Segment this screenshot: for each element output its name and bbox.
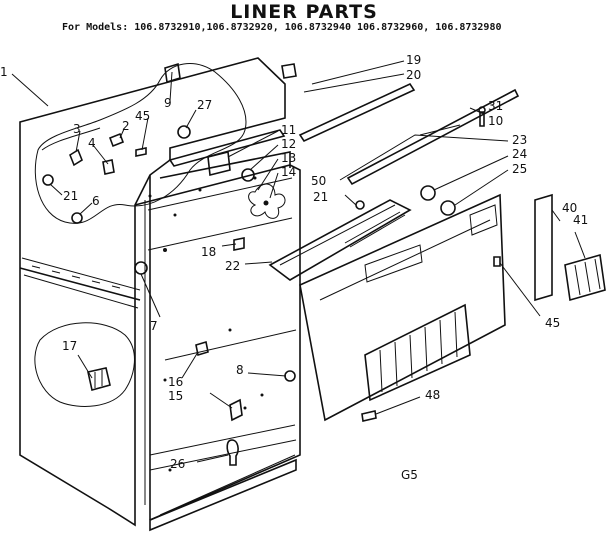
callout-45-top: 45 xyxy=(135,109,150,123)
part-21-clip-left xyxy=(42,174,54,186)
part-17-lamp-socket xyxy=(87,367,111,391)
callout-6: 6 xyxy=(92,194,100,208)
callout-26: 26 xyxy=(170,457,185,471)
callout-8: 8 xyxy=(236,363,244,377)
part-18-clip xyxy=(233,237,245,251)
callout-14: 14 xyxy=(281,165,296,179)
callout-40: 40 xyxy=(562,201,577,215)
part-41-vent-grille xyxy=(564,253,606,302)
part-40-vent-strip xyxy=(534,193,553,302)
callout-13: 13 xyxy=(281,151,296,165)
part-24-lamp xyxy=(420,185,456,216)
callout-50: 50 xyxy=(311,174,326,188)
callout-21-right: 21 xyxy=(313,190,328,204)
part-31-screw xyxy=(478,106,486,127)
part-9-damper xyxy=(164,62,181,84)
callout-24: 24 xyxy=(512,147,527,161)
part-15-hinge xyxy=(229,398,243,422)
callout-10: 10 xyxy=(488,114,503,128)
callout-1: 1 xyxy=(0,65,8,79)
part-25-control-panel xyxy=(299,193,506,422)
part-4-bracket xyxy=(102,159,115,175)
callout-19: 19 xyxy=(406,53,421,67)
figure-code: G5 xyxy=(401,468,418,482)
insulation-top xyxy=(34,63,247,224)
part-26-bulb xyxy=(226,439,239,466)
callout-18: 18 xyxy=(201,245,216,259)
page-title: LINER PARTS xyxy=(230,1,378,23)
model-list: For Models: 106.8732910,106.8732920, 106… xyxy=(62,22,502,33)
callout-7: 7 xyxy=(150,319,158,333)
part-3-light-socket xyxy=(69,148,83,167)
leader-lines xyxy=(11,60,586,463)
part-19-screw xyxy=(281,63,297,79)
callout-41: 41 xyxy=(573,213,588,227)
callout-3: 3 xyxy=(73,122,81,136)
part-8-clip xyxy=(284,370,296,382)
callout-48: 48 xyxy=(425,388,440,402)
callout-4: 4 xyxy=(88,136,96,150)
part-2-switch xyxy=(108,132,125,148)
callout-25: 25 xyxy=(512,162,527,176)
liner-box xyxy=(19,57,301,532)
part-16-bracket xyxy=(195,340,209,357)
callout-17: 17 xyxy=(62,339,77,353)
callout-45-right: 45 xyxy=(545,316,560,330)
insulation-bottom xyxy=(34,322,135,407)
part-27-knob xyxy=(177,125,191,139)
callout-9: 9 xyxy=(164,96,172,110)
part-21-screw-right xyxy=(355,200,365,210)
callout-11: 11 xyxy=(281,123,296,137)
callout-23: 23 xyxy=(512,133,527,147)
callout-20: 20 xyxy=(406,68,421,82)
part-45-clip-top xyxy=(135,147,147,157)
callout-22: 22 xyxy=(225,259,240,273)
part-45-screw-right xyxy=(493,256,501,267)
callout-12: 12 xyxy=(281,137,296,151)
part-6-clip xyxy=(71,212,83,224)
callout-15: 15 xyxy=(168,389,183,403)
part-22-control-housing xyxy=(268,199,412,281)
callout-16: 16 xyxy=(168,375,183,389)
part-48-screw xyxy=(361,410,377,422)
callout-31: 31 xyxy=(488,99,503,113)
callout-2: 2 xyxy=(122,119,130,133)
callout-27: 27 xyxy=(197,98,212,112)
part-20-trim-strip xyxy=(298,82,416,143)
part-11-14-fan-assembly xyxy=(207,151,286,219)
callout-21-left: 21 xyxy=(63,189,78,203)
part-10-divider-strip xyxy=(346,88,520,186)
callouts: 1 19 20 9 27 45 2 3 4 21 6 11 12 13 14 3… xyxy=(0,53,588,482)
